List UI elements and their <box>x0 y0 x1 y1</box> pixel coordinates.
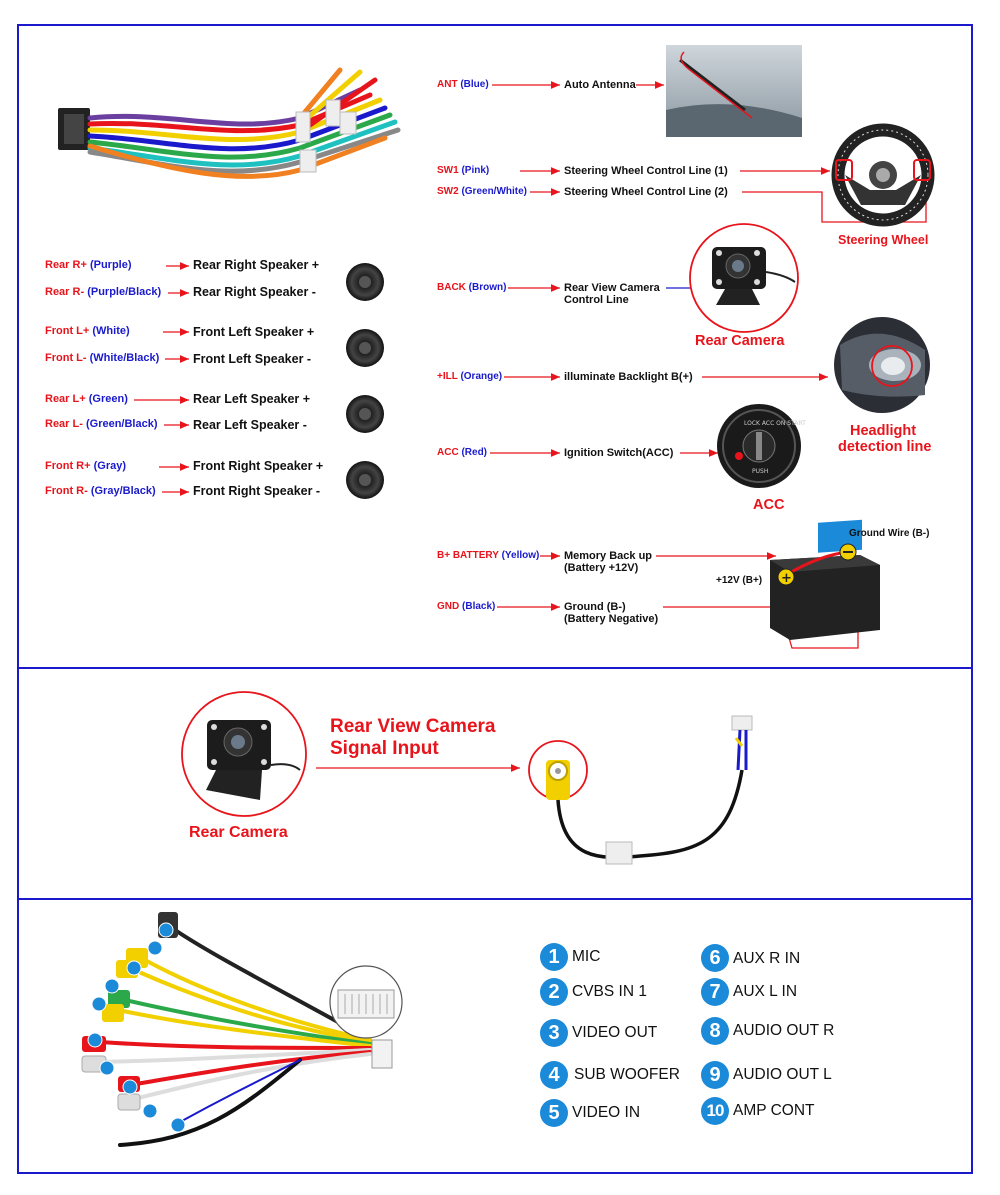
legend-label-cvbs-in-1: CVBS IN 1 <box>572 983 647 1000</box>
steering-wheel-caption: Steering Wheel <box>838 233 929 247</box>
legend-badge-4: 4 <box>540 1061 568 1089</box>
headlight-caption-line1: Headlight <box>850 423 917 439</box>
ant-code: ANT (Blue) <box>437 79 489 90</box>
speaker-code-front-l-plus: Front L+ (White) <box>45 325 130 337</box>
speaker-label-rear-l-plus: Rear Left Speaker + <box>193 392 311 406</box>
headlight-illustration <box>834 317 930 413</box>
legend-label-amp-cont: AMP CONT <box>733 1102 815 1119</box>
legend-badge-3: 3 <box>540 1019 568 1047</box>
speaker-code-front-l-minus: Front L- (White/Black) <box>45 352 160 364</box>
plus12v-label: +12V (B+) <box>716 575 763 586</box>
ant-label: Auto Antenna <box>564 79 636 91</box>
acc-caption: ACC <box>753 497 785 513</box>
camera-signal-title-line2: Signal Input <box>330 738 439 759</box>
speaker-code-rear-l-minus: Rear L- (Green/Black) <box>45 418 158 430</box>
legend-badge-9: 9 <box>701 1061 729 1089</box>
speaker-label-front-r-minus: Front Right Speaker - <box>193 484 321 498</box>
sw2-code: SW2 (Green/White) <box>437 186 528 197</box>
svg-text:+: + <box>781 571 792 586</box>
steering-wheel-illustration <box>831 123 935 227</box>
legend-label-aux-l-in: AUX L IN <box>733 983 798 1000</box>
legend-label-video-in: VIDEO IN <box>572 1104 641 1121</box>
battery-illustration: + <box>770 519 880 640</box>
legend-badge-10: 10 <box>701 1097 729 1125</box>
harness-illustration <box>58 67 401 179</box>
rear-camera-caption-top: Rear Camera <box>695 333 785 349</box>
headlight-caption-line2: detection line <box>838 439 932 455</box>
legend-label-video-out: VIDEO OUT <box>572 1024 658 1041</box>
rear-camera-caption-middle: Rear Camera <box>189 824 288 841</box>
legend-badge-6: 6 <box>701 944 729 972</box>
legend-label-sub-woofer: SUB WOOFER <box>574 1066 680 1083</box>
rca-harness-illustration <box>81 912 403 1147</box>
speaker-code-front-r-plus: Front R+ (Gray) <box>45 460 126 472</box>
battery-label-line2: (Battery +12V) <box>564 562 639 574</box>
legend-badge-7: 7 <box>701 978 729 1006</box>
gnd-label-line1: Ground (B-) <box>564 601 626 613</box>
legend-label-aux-r-in: AUX R IN <box>733 950 801 967</box>
sw2-label: Steering Wheel Control Line (2) <box>564 186 728 198</box>
sw1-code: SW1 (Pink) <box>437 165 490 176</box>
ignition-illustration: LOCK ACC ON START PUSH <box>717 404 806 488</box>
speaker-label-rear-r-minus: Rear Right Speaker - <box>193 285 316 299</box>
gnd-label-line2: (Battery Negative) <box>564 613 659 625</box>
rear-camera-top-illustration <box>689 223 799 333</box>
back-label-line2: Control Line <box>564 294 629 306</box>
section-divider-2 <box>17 898 973 900</box>
section-divider-1 <box>17 667 973 669</box>
svg-text:PUSH: PUSH <box>752 468 768 475</box>
speaker-code-rear-l-plus: Rear L+ (Green) <box>45 393 128 405</box>
battery-code: B+ BATTERY (Yellow) <box>437 550 540 561</box>
speaker-code-rear-r-plus: Rear R+ (Purple) <box>45 259 132 271</box>
acc-code: ACC (Red) <box>437 447 488 458</box>
legend-badge-8: 8 <box>701 1017 729 1045</box>
speaker-icons <box>346 263 384 499</box>
speaker-label-rear-r-plus: Rear Right Speaker + <box>193 258 320 272</box>
antenna-photo <box>666 45 802 137</box>
speaker-label-front-l-plus: Front Left Speaker + <box>193 325 315 339</box>
legend-badge-2: 2 <box>540 978 568 1006</box>
ill-code: +ILL (Orange) <box>437 371 503 382</box>
ground-wire-label: Ground Wire (B-) <box>849 528 930 539</box>
legend-label-audio-out-r: AUDIO OUT R <box>733 1022 835 1039</box>
gnd-code: GND (Black) <box>437 601 496 612</box>
speaker-label-front-r-plus: Front Right Speaker + <box>193 459 324 473</box>
speaker-label-front-l-minus: Front Left Speaker - <box>193 352 312 366</box>
speaker-code-front-r-minus: Front R- (Gray/Black) <box>45 485 156 497</box>
battery-label-line1: Memory Back up <box>564 550 653 562</box>
speaker-code-rear-r-minus: Rear R- (Purple/Black) <box>45 286 162 298</box>
back-code: BACK (Brown) <box>437 282 507 293</box>
legend-label-audio-out-l: AUDIO OUT L <box>733 1066 832 1083</box>
legend-label-mic: MIC <box>572 948 601 965</box>
svg-text:LOCK ACC ON START: LOCK ACC ON START <box>744 420 806 427</box>
camera-signal-illustration <box>181 691 753 865</box>
acc-label: Ignition Switch(ACC) <box>564 447 674 459</box>
legend-badge-1: 1 <box>540 943 568 971</box>
camera-signal-title-line1: Rear View Camera <box>330 716 496 737</box>
ill-label: illuminate Backlight B(+) <box>564 371 693 383</box>
back-label-line1: Rear View Camera <box>564 282 660 294</box>
legend-badge-5: 5 <box>540 1099 568 1127</box>
speaker-label-rear-l-minus: Rear Left Speaker - <box>193 418 307 432</box>
diagram-frame <box>17 24 973 1174</box>
sw1-label: Steering Wheel Control Line (1) <box>564 165 728 177</box>
